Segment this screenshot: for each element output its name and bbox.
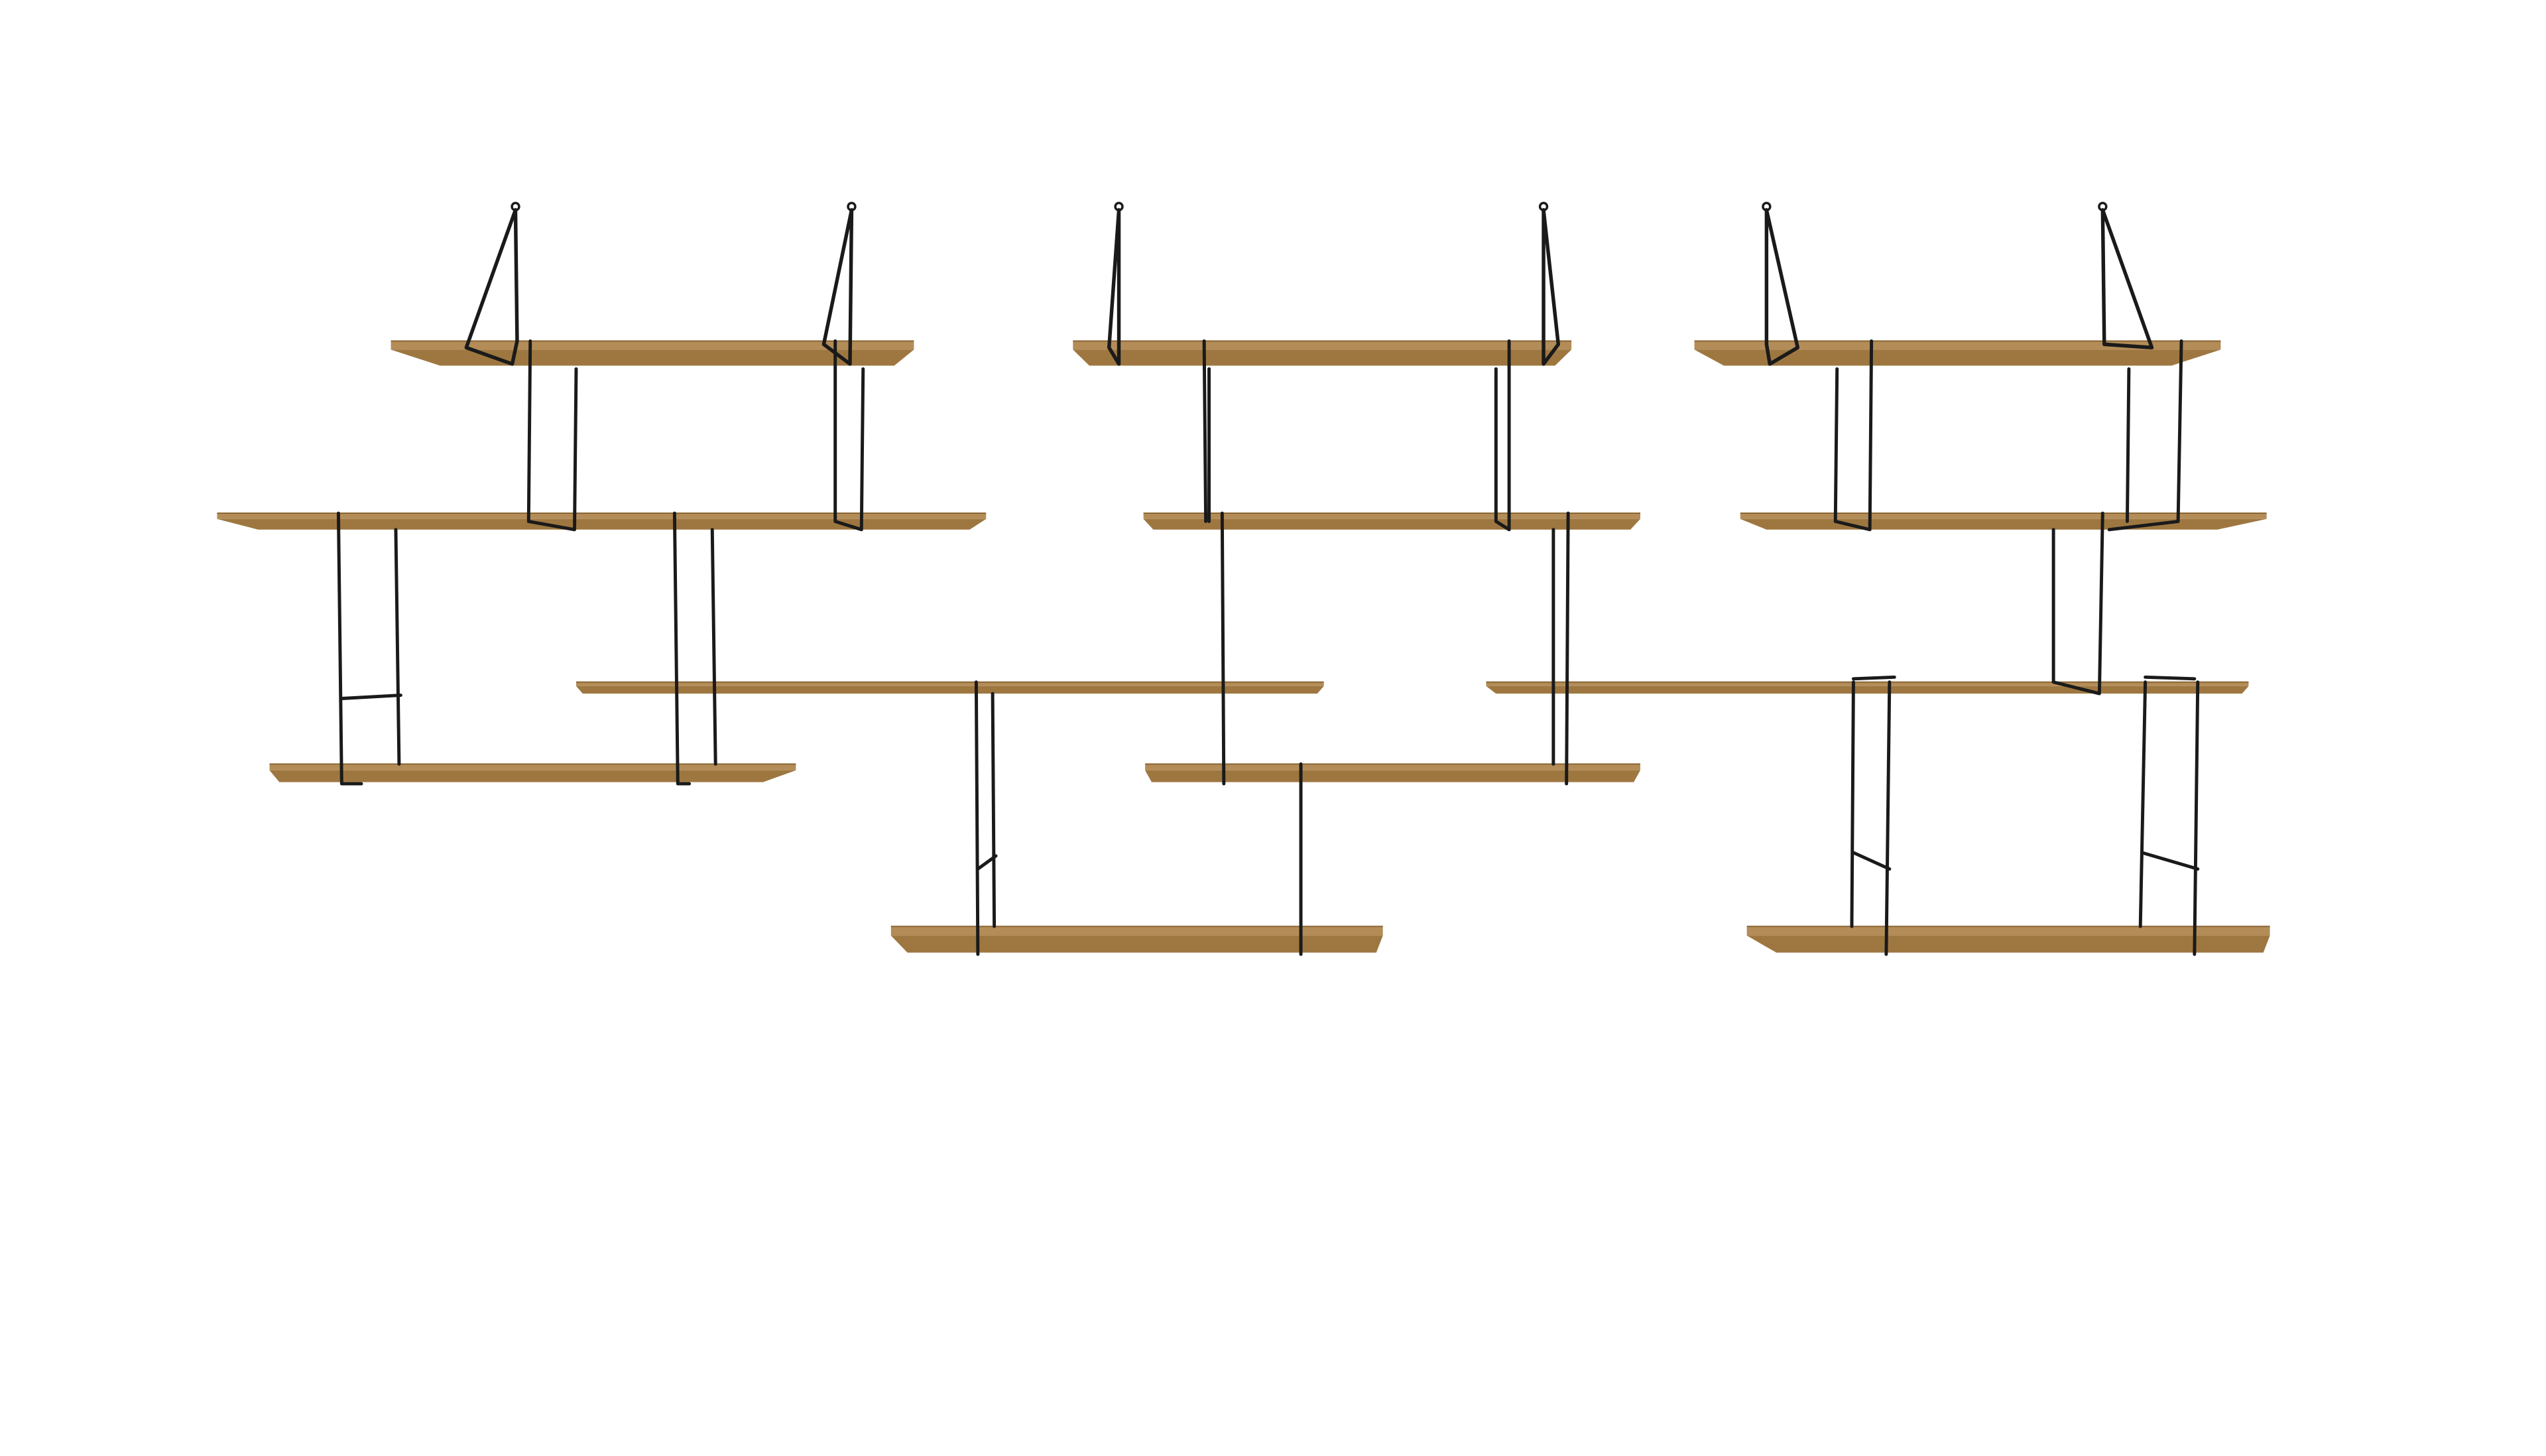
shelf-top xyxy=(1746,926,2270,936)
wire-strap xyxy=(464,208,519,366)
wire-strap xyxy=(833,339,865,532)
wire-strap xyxy=(2144,675,2197,681)
wood-shelf xyxy=(1746,926,2270,953)
wire-strap xyxy=(1764,208,1800,366)
wire-strap xyxy=(1220,511,1226,786)
wire-strap xyxy=(1850,680,1855,928)
wire-strap xyxy=(1542,208,1561,366)
wire-strap xyxy=(710,528,717,766)
shelf-top xyxy=(890,926,1383,936)
wire-strap xyxy=(1202,339,1208,523)
wood-shelf xyxy=(1740,513,2267,530)
wire-strap xyxy=(339,694,402,700)
wire-strap xyxy=(1851,675,1896,681)
wood-shelf xyxy=(1145,763,1640,782)
shelf-top xyxy=(391,341,914,350)
wire-strap xyxy=(2100,208,2154,349)
wire-strap xyxy=(2193,680,2200,956)
wire-strap xyxy=(2138,680,2148,928)
wood-shelf xyxy=(890,926,1383,953)
wire-strap xyxy=(526,339,578,532)
wire-strap xyxy=(1851,851,1892,871)
wire-strap xyxy=(1884,680,1892,956)
shelf-front xyxy=(576,686,1324,694)
shelf-front xyxy=(269,770,796,782)
wood-shelf xyxy=(391,340,914,366)
shelf-front xyxy=(890,936,1383,953)
shelf-front xyxy=(1740,518,2267,530)
shelf-front xyxy=(1145,770,1640,782)
shelf-top xyxy=(1740,513,2267,519)
shelf-top xyxy=(1073,341,1572,350)
shelf-top xyxy=(269,764,796,770)
wire-strap xyxy=(991,692,997,928)
wood-shelf xyxy=(217,513,987,530)
wire-strap xyxy=(974,680,980,956)
shelf-top xyxy=(1143,513,1640,519)
wire-strap xyxy=(1107,208,1121,366)
wood-shelf xyxy=(269,763,796,782)
wire-strap xyxy=(2051,511,2104,696)
shelf-front xyxy=(217,518,987,530)
shelves xyxy=(217,340,2270,953)
shelf-front xyxy=(1694,349,2221,366)
wood-shelf xyxy=(1694,340,2221,366)
wood-shelf xyxy=(1486,681,2249,694)
shelf-front xyxy=(1073,349,1572,366)
shelf-top xyxy=(1145,764,1640,770)
shelf-front xyxy=(1143,518,1640,530)
wood-shelf xyxy=(1073,340,1572,366)
shelf-front xyxy=(1746,936,2270,953)
wire-strap xyxy=(1494,339,1511,532)
wire-strap xyxy=(336,511,363,786)
shelf-front xyxy=(391,349,914,366)
shelf-top xyxy=(217,513,987,519)
shelf-top xyxy=(576,682,1324,686)
wire-strap xyxy=(672,511,692,786)
wood-shelf xyxy=(576,681,1324,694)
wire-strap xyxy=(1833,339,1874,532)
shelf-top xyxy=(1694,341,2221,350)
wire-straps-front xyxy=(336,202,2200,956)
wire-strap xyxy=(976,854,998,871)
wire-strap xyxy=(394,528,401,766)
wire-strap xyxy=(2107,339,2183,532)
wire-strap xyxy=(1565,511,1570,786)
wire-strap xyxy=(2125,367,2131,523)
wood-shelf xyxy=(1143,513,1640,530)
wire-strap xyxy=(2140,851,2200,871)
shelf-front xyxy=(1486,686,2249,694)
